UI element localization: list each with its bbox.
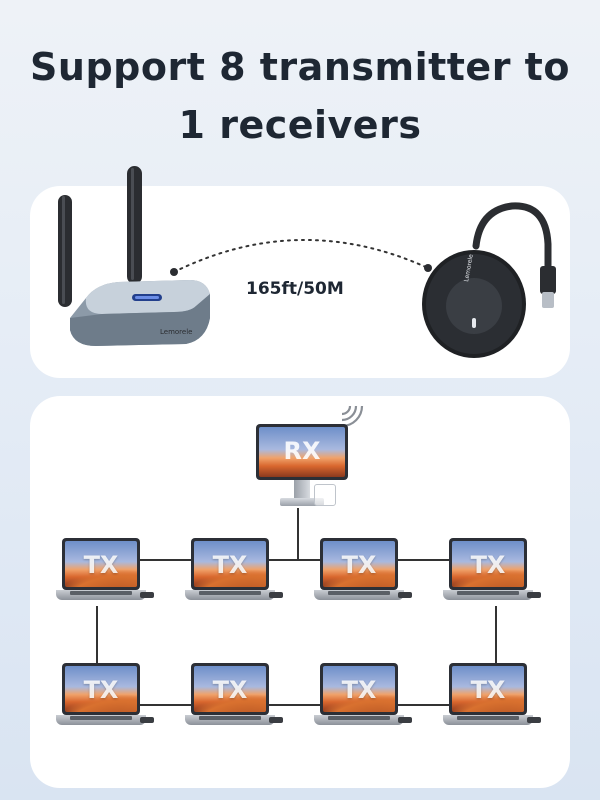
connector-top-row xyxy=(136,559,456,561)
antenna-right-icon xyxy=(127,166,142,284)
dongle-icon xyxy=(527,592,541,598)
range-dotted-line xyxy=(173,238,429,273)
headline: Support 8 transmitter to 1 receivers xyxy=(0,38,600,154)
dongle-brand-text: Lemorele xyxy=(463,253,475,282)
receiver-box-icon xyxy=(314,484,336,506)
range-endpoint-left xyxy=(170,268,178,276)
transmitter-laptop-5: TX xyxy=(56,663,154,735)
transmitter-laptop-6: TX xyxy=(185,663,283,735)
transmitter-laptop-7: TX xyxy=(314,663,412,735)
antenna-left-icon xyxy=(58,195,72,307)
transmitter-label: TX xyxy=(470,676,506,704)
transmitter-laptop-8: TX xyxy=(443,663,541,735)
monitor-foot xyxy=(280,498,324,506)
dongle-icon xyxy=(269,717,283,723)
dongle-icon xyxy=(398,592,412,598)
transmitter-laptop-2: TX xyxy=(185,538,283,610)
transmitter-label: TX xyxy=(83,676,119,704)
transmitter-dongle-icon: Lemorele xyxy=(422,202,556,358)
dongle-icon xyxy=(269,592,283,598)
range-distance-label: 165ft/50M xyxy=(246,279,344,299)
dongle-icon xyxy=(398,717,412,723)
receiver-monitor: RX xyxy=(256,424,348,510)
range-illustration: Lemorele Lemorele xyxy=(58,166,556,358)
transmitter-label: TX xyxy=(212,551,248,579)
monitor-stand xyxy=(294,480,310,500)
connector-left-vertical xyxy=(96,606,98,666)
dongle-icon xyxy=(527,717,541,723)
range-endpoint-right xyxy=(424,264,432,272)
transmitter-label: TX xyxy=(470,551,506,579)
headline-line-1: Support 8 transmitter to xyxy=(30,45,570,89)
dongle-icon xyxy=(140,592,154,598)
transmitter-label: TX xyxy=(341,551,377,579)
headline-line-2: 1 receivers xyxy=(178,103,422,147)
connector-bottom-row xyxy=(136,704,456,706)
transmitter-label: TX xyxy=(83,551,119,579)
receiver-label: RX xyxy=(283,437,321,465)
transmitter-label: TX xyxy=(341,676,377,704)
transmitter-laptop-4: TX xyxy=(443,538,541,610)
receiver-hub-icon: Lemorele xyxy=(70,280,210,346)
transmitter-label: TX xyxy=(212,676,248,704)
connector-rx-down xyxy=(297,508,299,560)
transmitter-laptop-1: TX xyxy=(56,538,154,610)
hub-brand-text: Lemorele xyxy=(160,328,192,336)
dongle-icon xyxy=(140,717,154,723)
connector-right-vertical xyxy=(495,606,497,666)
monitor-screen: RX xyxy=(256,424,348,480)
transmitter-laptop-3: TX xyxy=(314,538,412,610)
